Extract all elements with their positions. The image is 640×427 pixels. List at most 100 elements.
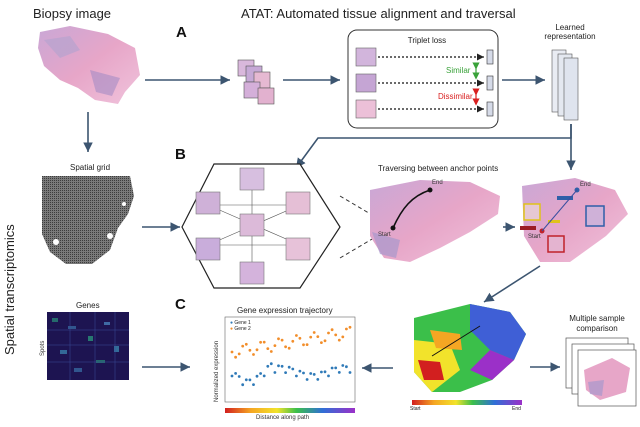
- colorbar-end-label: End: [512, 406, 521, 412]
- spatial-grid-label: Spatial grid: [70, 163, 111, 172]
- trajectory-point-orange: [327, 331, 330, 335]
- trajectory-point-blue: [298, 369, 302, 373]
- multiple-sample-label-1: Multiple sample: [569, 314, 625, 323]
- biopsy-image-heading: Biopsy image: [33, 6, 112, 21]
- trajectory-point-blue: [348, 371, 352, 374]
- trajectory-point-orange: [273, 344, 277, 347]
- trajectory-point-blue: [269, 362, 273, 366]
- legend-gene2-label: Gene 2: [234, 326, 251, 332]
- learned-representation-stack: [551, 49, 579, 121]
- trajectory-point-orange: [309, 335, 313, 339]
- trajectory-point-blue: [234, 372, 238, 375]
- trajectory-point-orange: [262, 340, 266, 344]
- genes-heatmap: [47, 312, 129, 380]
- legend-gene1: ● Gene 1: [230, 320, 251, 326]
- learned-representation-label-1: Learned: [555, 23, 585, 32]
- trajectory-point-blue: [337, 371, 341, 374]
- genes-label: Genes: [76, 301, 100, 310]
- trajectory-point-blue: [327, 374, 330, 378]
- anchor-start-label: Start: [528, 234, 541, 240]
- anchor-end-label: End: [580, 182, 591, 188]
- trajectory-point-blue: [259, 372, 262, 375]
- trajectory-point-orange: [248, 348, 252, 352]
- triplet-loss-box: [347, 29, 499, 129]
- colored-tissue-plot: [414, 304, 526, 392]
- trajectory-point-blue: [291, 367, 295, 371]
- trajectory-legend: ● Gene 1 ● Gene 2: [230, 320, 251, 332]
- trajectory-point-orange: [255, 348, 259, 352]
- trajectory-point-orange: [252, 353, 255, 356]
- trajectory-point-orange: [323, 339, 327, 343]
- trajectory-point-blue: [305, 378, 309, 381]
- trajectory-point-orange: [345, 327, 348, 331]
- trajectory-point-orange: [337, 338, 341, 342]
- trajectory-point-orange: [330, 328, 334, 332]
- trajectory-point-blue: [295, 374, 298, 378]
- trajectory-point-orange: [341, 335, 345, 339]
- trajectory-point-blue: [309, 372, 313, 375]
- trajectory-point-orange: [237, 352, 241, 356]
- trajectory-point-blue: [334, 366, 338, 370]
- trajectory-point-orange: [334, 333, 338, 337]
- trajectory-point-orange: [316, 335, 320, 338]
- trajectory-point-blue: [280, 364, 284, 368]
- similar-label: Similar: [446, 66, 471, 75]
- trajectory-point-orange: [291, 339, 295, 343]
- trajectory-title: Gene expression trajectory: [237, 306, 333, 315]
- trajectory-ylabel: Normalized expression: [214, 340, 220, 402]
- triplet-loss-label: Triplet loss: [407, 36, 447, 45]
- trajectory-point-orange: [230, 350, 234, 354]
- trajectory-point-blue: [330, 366, 334, 370]
- trajectory-xlabel: Distance along path: [256, 415, 310, 421]
- learned-representation-label-2: representation: [544, 32, 596, 41]
- trajectory-point-blue: [323, 370, 327, 374]
- traverse-end-label: End: [432, 180, 443, 186]
- trajectory-point-orange: [234, 355, 238, 359]
- trajectory-point-blue: [320, 370, 323, 374]
- trajectory-point-orange: [348, 325, 352, 329]
- legend-gene1-label: Gene 1: [234, 320, 251, 326]
- trajectory-point-orange: [244, 342, 248, 346]
- trajectory-point-blue: [273, 371, 277, 374]
- tissue-colorbar: [412, 400, 522, 405]
- panel-label-a: A: [176, 24, 187, 41]
- patch-stack: [237, 59, 275, 105]
- traversal-path: [392, 189, 431, 229]
- trajectory-point-blue: [345, 365, 348, 369]
- trajectory-point-orange: [277, 337, 280, 341]
- trajectory-axes: [224, 316, 356, 403]
- trajectory-point-orange: [266, 347, 270, 350]
- trajectory-point-orange: [241, 344, 245, 348]
- trajectory-point-blue: [237, 375, 241, 378]
- trajectory-point-orange: [287, 346, 291, 350]
- trajectory-point-orange: [298, 336, 302, 340]
- trajectory-point-blue: [255, 374, 259, 378]
- trajectory-point-blue: [284, 371, 287, 374]
- trajectory-point-orange: [269, 350, 273, 353]
- colorbar-start-label: Start: [410, 406, 421, 412]
- trajectory-distance-colorbar: [225, 408, 355, 413]
- spots-label: Spots: [40, 340, 46, 356]
- trajectory-point-blue: [262, 374, 266, 378]
- trajectory-point-orange: [305, 343, 309, 346]
- dissimilar-label: Dissimilar: [438, 92, 473, 101]
- atat-heading: ATAT: Automated tissue alignment and tra…: [241, 6, 516, 21]
- trajectory-point-orange: [320, 341, 323, 344]
- trajectory-point-blue: [248, 378, 252, 382]
- multiple-sample-label-2: comparison: [576, 324, 618, 333]
- trajectory-point-orange: [259, 340, 262, 344]
- triplet-patches: [355, 47, 377, 119]
- trajectory-point-blue: [266, 364, 270, 368]
- trajectory-point-orange: [284, 345, 287, 349]
- trajectory-point-orange: [280, 338, 284, 342]
- embedding-vectors: [486, 49, 494, 117]
- trajectory-point-blue: [230, 374, 234, 378]
- trajectory-point-blue: [241, 383, 245, 387]
- trajectory-point-orange: [302, 343, 305, 347]
- trajectory-point-blue: [287, 365, 291, 369]
- multiple-sample-stack: [565, 337, 637, 407]
- trajectory-points: [230, 325, 352, 387]
- panel-label-b: B: [175, 146, 186, 163]
- trajectory-point-blue: [316, 378, 320, 381]
